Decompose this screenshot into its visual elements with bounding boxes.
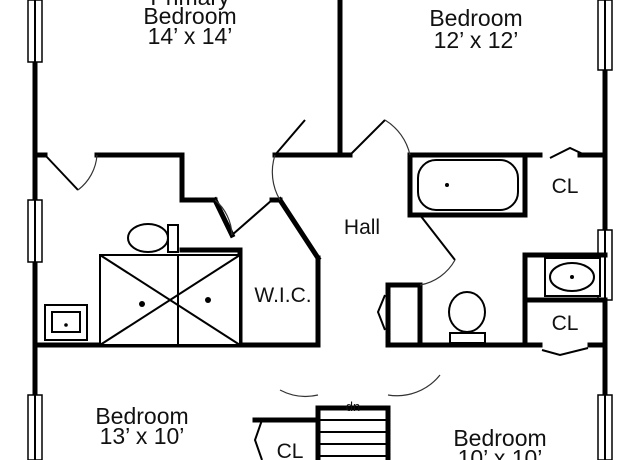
primary-bedroom-name-line1: Primary [150,0,230,10]
hall-label: Hall [344,216,380,239]
exterior-walls [27,0,613,460]
primary-bedroom-size: 14’ x 14’ [148,23,233,49]
room-labels: Primary Bedroom 14’ x 14’ Bedroom 12’ x … [95,0,578,460]
stairs [318,419,388,457]
bedroom-se-size: 10’ x 10’ [458,445,543,460]
closet-sw-label: CL [277,440,304,460]
bedroom-sw-name: Bedroom [95,403,188,429]
door-swings [44,119,589,460]
bedroom-ne-name: Bedroom [429,5,522,31]
stairs-down-label: dn [346,399,360,414]
wic-label: W.I.C. [254,284,311,307]
fixtures [44,159,601,457]
closet-ne-label: CL [552,175,579,198]
bedroom-ne-size: 12’ x 12’ [434,27,519,53]
primary-bedroom-name-line2: Bedroom [143,3,236,29]
closet-e-label: CL [552,312,579,335]
bedroom-se-name: Bedroom [453,425,546,451]
bedroom-sw-size: 13’ x 10’ [100,423,185,449]
interior-walls [32,0,608,460]
